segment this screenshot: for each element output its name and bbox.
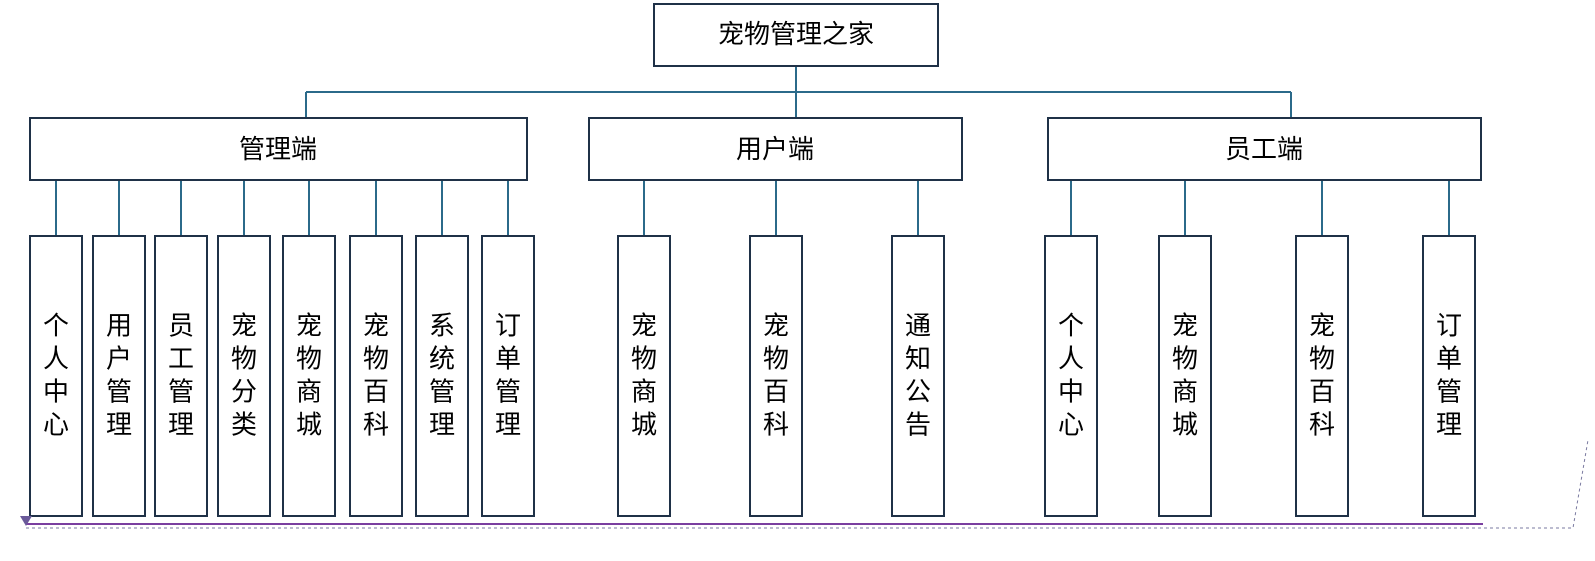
leaf-label: 员工管理 (168, 312, 194, 441)
group-box-admin (29, 117, 528, 181)
leaf-label: 用户管理 (106, 312, 132, 441)
leaf-label: 宠物商城 (296, 312, 322, 441)
connector-lines (55, 66, 1450, 236)
leaf-box (415, 235, 469, 517)
leaf-box (1295, 235, 1349, 517)
leaf-label: 宠物分类 (231, 312, 257, 441)
leaf-box (481, 235, 535, 517)
group-box-user (588, 117, 963, 181)
leaf-label: 宠物百科 (763, 312, 789, 441)
root-box (653, 3, 939, 67)
leaf-box (217, 235, 271, 517)
leaf-box (1422, 235, 1476, 517)
group-label-admin: 管理端 (239, 135, 317, 165)
leaf-label: 宠物百科 (363, 312, 389, 441)
leaf-label: 订单管理 (495, 312, 521, 441)
leaf-box (154, 235, 208, 517)
leaf-label: 个人中心 (1058, 312, 1084, 441)
group-box-staff (1047, 117, 1482, 181)
leaf-box (349, 235, 403, 517)
root-label: 宠物管理之家 (718, 20, 874, 50)
leaf-label: 订单管理 (1436, 312, 1462, 441)
group-label-staff: 员工端 (1225, 135, 1303, 165)
leaf-box (617, 235, 671, 517)
leaf-label: 系统管理 (429, 312, 455, 441)
guide-arrow-icon (20, 516, 32, 526)
leaf-label: 通知公告 (905, 312, 931, 441)
leaf-label: 个人中心 (43, 312, 69, 441)
leaf-box (1158, 235, 1212, 517)
leaf-box (749, 235, 803, 517)
leaf-modules: 个人中心 用户管理 员工管理 宠物分类 宠物商城 宠物百科 系统管理 订单管理 宠物商城 宠物百科… (29, 235, 1476, 517)
leaf-label: 宠物百科 (1309, 312, 1335, 441)
group-label-user: 用户端 (736, 135, 814, 165)
leaf-box (891, 235, 945, 517)
leaf-box (92, 235, 146, 517)
leaf-label: 宠物商城 (1172, 312, 1198, 441)
leaf-box (1044, 235, 1098, 517)
leaf-box (29, 235, 83, 517)
leaf-label: 宠物商城 (631, 312, 657, 441)
leaf-box (282, 235, 336, 517)
